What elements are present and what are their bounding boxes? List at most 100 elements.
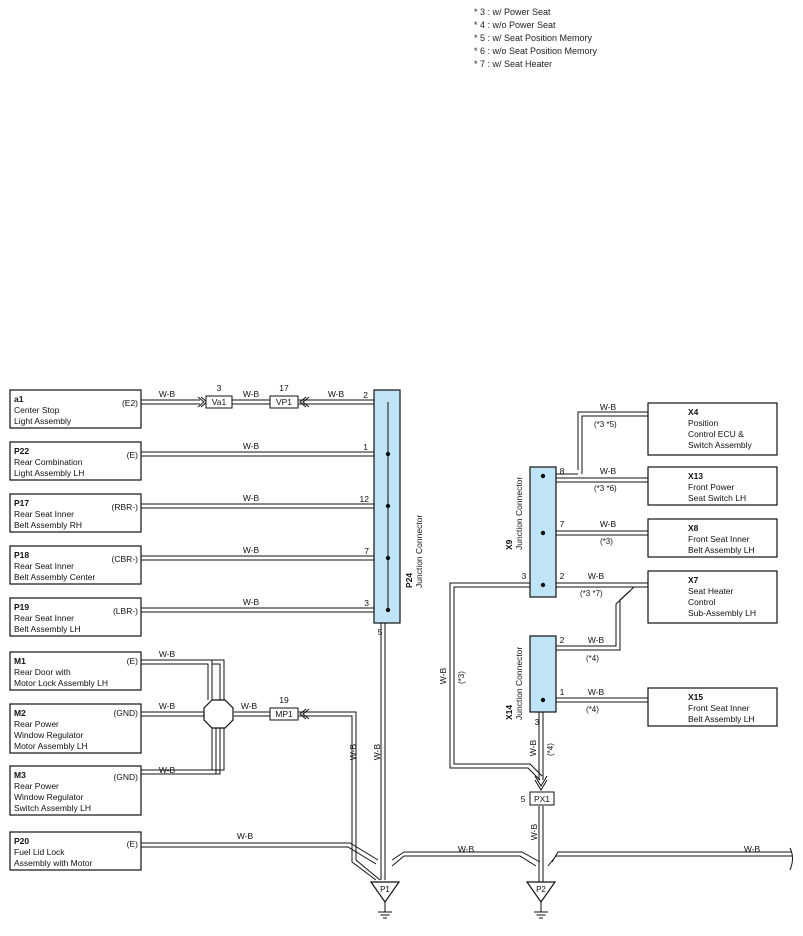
wire-label: W-B (588, 687, 605, 697)
x8-name2: Belt Assembly LH (688, 545, 755, 555)
m3-name2: Window Regulator (14, 792, 84, 802)
p18-term: (CBR-) (112, 554, 139, 564)
ground-p2-label: P2 (536, 885, 546, 894)
component-p19 (9, 597, 142, 637)
component-x7 (647, 570, 778, 624)
x9-name: Junction Connector (514, 477, 524, 550)
x4-name2: Control ECU & (688, 429, 744, 439)
component-p20 (9, 831, 142, 871)
condition-x15: (*4) (586, 705, 599, 714)
wire-label: W-B (528, 739, 538, 756)
component-p18 (9, 545, 142, 585)
x9-code: X9 (504, 539, 514, 550)
m3-code: M3 (14, 770, 26, 780)
va1-code: Va1 (212, 397, 227, 407)
m3-name3: Switch Assembly LH (14, 803, 91, 813)
x4-name3: Switch Assembly (688, 440, 753, 450)
p24-pin: 2 (363, 390, 368, 400)
note-4: * 6 : w/o Seat Position Memory (474, 46, 598, 56)
p17-code: P17 (14, 498, 29, 508)
wire-label: W-B (159, 389, 176, 399)
connector-va1 (205, 395, 233, 409)
x14-pin: 3 (535, 717, 540, 727)
p24-pin: 7 (364, 546, 369, 556)
p20-code: P20 (14, 836, 29, 846)
note-3: * 5 : w/ Seat Position Memory (474, 33, 593, 43)
m2-code: M2 (14, 708, 26, 718)
wire-label: W-B (243, 545, 260, 555)
p24-pin: 12 (360, 494, 370, 504)
x7-name1: Seat Heater (688, 586, 734, 596)
condition-x8: (*3) (600, 537, 613, 546)
x8-name1: Front Seat Inner (688, 534, 750, 544)
x13-code: X13 (688, 471, 703, 481)
connector-mp1 (269, 707, 299, 721)
mp1-pin: 19 (279, 695, 289, 705)
x14-pin: 2 (560, 635, 565, 645)
component-x13 (647, 466, 778, 506)
x9-pin: 8 (560, 466, 565, 476)
m1-name1: Rear Door with (14, 667, 71, 677)
wire-label: W-B (243, 441, 260, 451)
wire-label: W-B (529, 823, 539, 840)
x14-name: Junction Connector (514, 647, 524, 720)
wire-label: W-B (438, 667, 448, 684)
p20-name1: Fuel Lid Lock (14, 847, 65, 857)
mp1-code: MP1 (275, 709, 293, 719)
ground-p1: P1 (369, 881, 401, 919)
condition-x14-3: (*4) (546, 743, 555, 756)
wire-label: W-B (588, 635, 605, 645)
p19-term: (LBR-) (113, 606, 138, 616)
x14-code: X14 (504, 705, 514, 720)
m2-name3: Motor Assembly LH (14, 741, 88, 751)
m1-name2: Motor Lock Assembly LH (14, 678, 108, 688)
p18-name2: Belt Assembly Center (14, 572, 95, 582)
wire-label: W-B (241, 701, 258, 711)
p17-term: (RBR-) (112, 502, 139, 512)
x9-pin: 7 (560, 519, 565, 529)
x9-pin: 2 (560, 571, 565, 581)
m2-name2: Window Regulator (14, 730, 84, 740)
wire-label: W-B (348, 743, 358, 760)
condition-x7: (*3 *7) (580, 589, 603, 598)
x7-name2: Control (688, 597, 716, 607)
connector-vp1 (269, 395, 299, 409)
wire-label: W-B (600, 519, 617, 529)
component-x15 (647, 687, 778, 727)
p24-pin: 1 (363, 442, 368, 452)
va1-pin: 3 (217, 383, 222, 393)
wire-label: W-B (328, 389, 345, 399)
note-2: * 4 : w/o Power Seat (474, 20, 556, 30)
x7-code: X7 (688, 575, 699, 585)
wire-label: W-B (159, 765, 176, 775)
component-m1 (9, 651, 142, 691)
component-m3 (9, 765, 142, 816)
note-5: * 7 : w/ Seat Heater (474, 59, 553, 69)
component-x8 (647, 518, 778, 558)
p19-name2: Belt Assembly LH (14, 624, 81, 634)
note-1: * 3 : w/ Power Seat (474, 7, 551, 17)
p22-code: P22 (14, 446, 29, 456)
wire-label: W-B (243, 597, 260, 607)
m3-term: (GND) (113, 772, 138, 782)
x15-code: X15 (688, 692, 703, 702)
p24-code: P24 (404, 573, 414, 588)
ground-p2: P2 (525, 881, 557, 919)
p24-name: Junction Connector (414, 515, 424, 588)
wire-label: W-B (744, 844, 761, 854)
splice-point (203, 699, 234, 729)
a1-name1: Center Stop (14, 405, 60, 415)
a1-code: a1 (14, 394, 24, 404)
p18-name1: Rear Seat Inner (14, 561, 74, 571)
vp1-code: VP1 (276, 397, 292, 407)
wire-label: W-B (159, 701, 176, 711)
condition-x4: (*3 *5) (594, 420, 617, 429)
component-p17 (9, 493, 142, 533)
m1-code: M1 (14, 656, 26, 666)
component-m2 (9, 703, 142, 754)
x4-code: X4 (688, 407, 699, 417)
x13-name1: Front Power (688, 482, 734, 492)
m2-name1: Rear Power (14, 719, 59, 729)
p22-name1: Rear Combination (14, 457, 83, 467)
p19-name1: Rear Seat Inner (14, 613, 74, 623)
